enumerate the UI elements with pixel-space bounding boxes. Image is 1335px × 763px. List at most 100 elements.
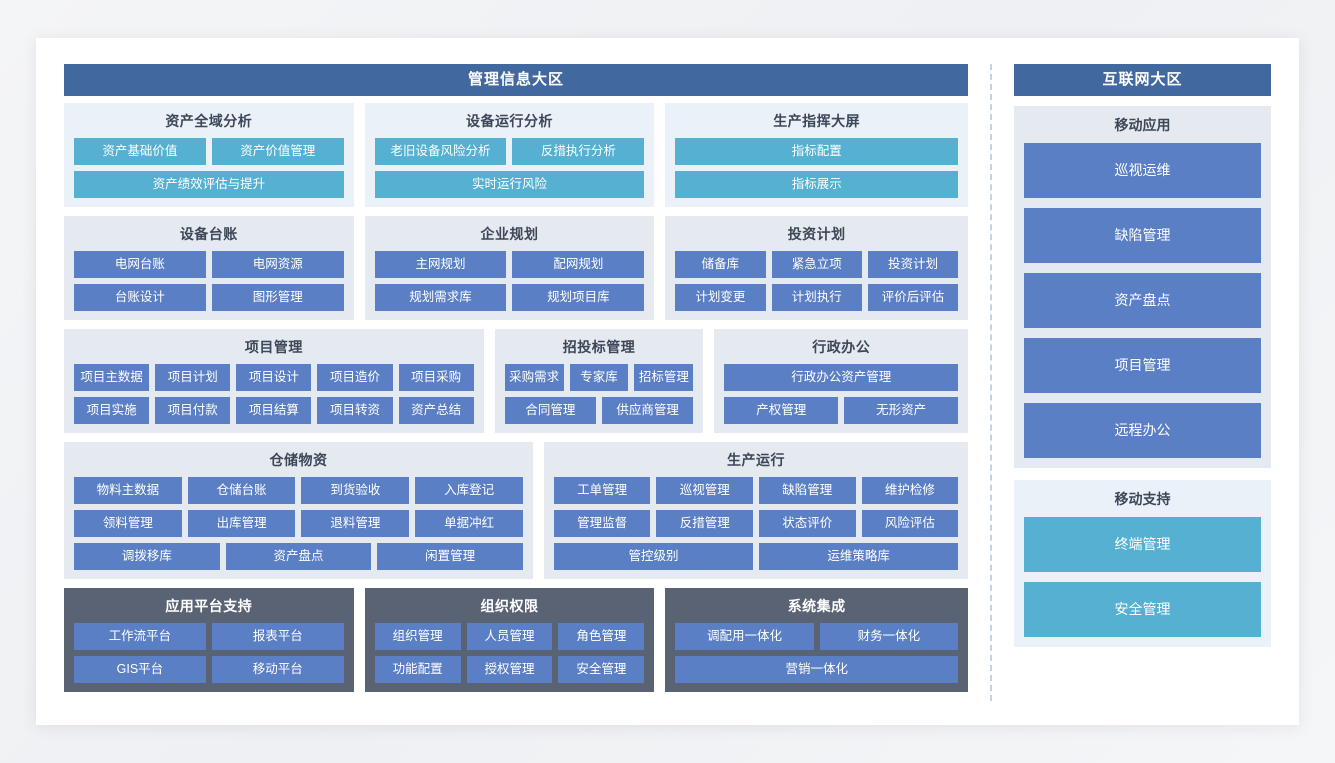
module-chip[interactable]: 组织管理 <box>374 623 461 650</box>
group-title: 设备运行分析 <box>465 113 553 129</box>
module-chip[interactable]: 资产总结 <box>398 397 474 424</box>
module-chip[interactable]: 电网资源 <box>211 251 344 278</box>
module-chip[interactable]: 入库登记 <box>415 477 523 504</box>
side-module-chip[interactable]: 巡视运维 <box>1024 143 1261 198</box>
module-chip[interactable]: 项目造价 <box>317 364 393 391</box>
module-chip[interactable]: 图形管理 <box>211 284 344 311</box>
module-chip[interactable]: 巡视管理 <box>656 477 753 504</box>
module-chip[interactable]: 规划项目库 <box>512 284 645 311</box>
management-region-sections: 资产全域分析资产基础价值资产价值管理资产绩效评估与提升设备运行分析老旧设备风险分… <box>64 103 969 701</box>
module-chip[interactable]: 报表平台 <box>211 623 344 650</box>
module-chip[interactable]: 实时运行风险 <box>374 171 645 198</box>
module-chip[interactable]: 项目付款 <box>155 397 231 424</box>
module-chip[interactable]: 电网台账 <box>74 251 206 278</box>
section-project-row: 项目管理项目主数据项目计划项目设计项目造价项目采购项目实施项目付款项目结算项目转… <box>64 329 969 442</box>
module-chip[interactable]: 调拨移库 <box>74 543 220 570</box>
group-card: 设备运行分析老旧设备风险分析反措执行分析实时运行风险 <box>364 103 655 207</box>
module-chip[interactable]: 行政办公资产管理 <box>724 364 959 391</box>
module-chip[interactable]: 项目主数据 <box>74 364 150 391</box>
module-chip[interactable]: 项目实施 <box>74 397 150 424</box>
side-module-chip[interactable]: 远程办公 <box>1024 403 1261 458</box>
side-module-chip[interactable]: 项目管理 <box>1024 338 1261 393</box>
module-chip[interactable]: 老旧设备风险分析 <box>374 138 507 165</box>
side-module-chip[interactable]: 安全管理 <box>1024 582 1261 637</box>
module-chip[interactable]: 管控级别 <box>553 543 754 570</box>
module-chip[interactable]: 主网规划 <box>374 251 507 278</box>
group-card: 组织权限组织管理人员管理角色管理功能配置授权管理安全管理 <box>364 588 655 692</box>
side-module-chip[interactable]: 终端管理 <box>1024 517 1261 572</box>
module-chip[interactable]: 缺陷管理 <box>759 477 856 504</box>
module-chip[interactable]: 反措执行分析 <box>512 138 645 165</box>
side-group-card: 移动支持终端管理安全管理 <box>1014 480 1271 647</box>
chip-row: 台账设计图形管理 <box>74 284 344 311</box>
module-chip[interactable]: 物料主数据 <box>74 477 182 504</box>
module-chip[interactable]: 运维策略库 <box>759 543 959 570</box>
module-chip[interactable]: 资产盘点 <box>225 543 372 570</box>
module-chip[interactable]: 指标配置 <box>675 138 959 165</box>
chip-row: 调配用一体化财务一体化 <box>675 623 959 650</box>
diagram-panel: 管理信息大区 资产全域分析资产基础价值资产价值管理资产绩效评估与提升设备运行分析… <box>36 38 1299 725</box>
module-chip[interactable]: GIS平台 <box>74 656 206 683</box>
internet-region-title: 互联网大区 <box>1014 64 1271 96</box>
module-chip[interactable]: 项目设计 <box>236 364 312 391</box>
module-chip[interactable]: 授权管理 <box>466 656 553 683</box>
chip-row: 项目实施项目付款项目结算项目转资资产总结 <box>74 397 474 424</box>
module-chip[interactable]: 功能配置 <box>374 656 461 683</box>
chip-row: 调拨移库资产盘点闲置管理 <box>74 543 523 570</box>
module-chip[interactable]: 产权管理 <box>724 397 839 424</box>
module-chip[interactable]: 移动平台 <box>211 656 344 683</box>
module-chip[interactable]: 出库管理 <box>187 510 296 537</box>
module-chip[interactable]: 工作流平台 <box>74 623 206 650</box>
module-chip[interactable]: 合同管理 <box>504 397 597 424</box>
group-card: 生产运行工单管理巡视管理缺陷管理维护检修管理监督反措管理状态评价风险评估管控级别… <box>543 442 969 579</box>
module-chip[interactable]: 到货验收 <box>301 477 410 504</box>
module-chip[interactable]: 计划执行 <box>771 284 862 311</box>
module-chip[interactable]: 投资计划 <box>867 251 959 278</box>
side-module-chip[interactable]: 缺陷管理 <box>1024 208 1261 263</box>
module-chip[interactable]: 人员管理 <box>466 623 553 650</box>
module-chip[interactable]: 闲置管理 <box>377 543 523 570</box>
group-title: 企业规划 <box>480 226 539 242</box>
module-chip[interactable]: 计划变更 <box>675 284 766 311</box>
module-chip[interactable]: 资产绩效评估与提升 <box>74 171 344 198</box>
module-chip[interactable]: 指标展示 <box>675 171 959 198</box>
module-chip[interactable]: 资产基础价值 <box>74 138 206 165</box>
module-chip[interactable]: 台账设计 <box>74 284 206 311</box>
module-chip[interactable]: 仓储台账 <box>187 477 296 504</box>
module-chip[interactable]: 单据冲红 <box>415 510 523 537</box>
module-chip[interactable]: 紧急立项 <box>771 251 862 278</box>
module-chip[interactable]: 工单管理 <box>553 477 651 504</box>
module-chip[interactable]: 配网规划 <box>512 251 645 278</box>
module-chip[interactable]: 供应商管理 <box>602 397 694 424</box>
group-title: 仓储物资 <box>269 452 328 468</box>
module-chip[interactable]: 储备库 <box>675 251 766 278</box>
module-chip[interactable]: 招标管理 <box>634 364 694 391</box>
group-card: 仓储物资物料主数据仓储台账到货验收入库登记领料管理出库管理退料管理单据冲红调拨移… <box>64 442 533 579</box>
module-chip[interactable]: 财务一体化 <box>819 623 959 650</box>
module-chip[interactable]: 状态评价 <box>759 510 856 537</box>
chip-row: 采购需求专家库招标管理 <box>504 364 694 391</box>
module-chip[interactable]: 评价后评估 <box>867 284 959 311</box>
internet-region-groups: 移动应用巡视运维缺陷管理资产盘点项目管理远程办公移动支持终端管理安全管理 <box>1014 106 1271 659</box>
module-chip[interactable]: 安全管理 <box>558 656 645 683</box>
module-chip[interactable]: 专家库 <box>569 364 629 391</box>
module-chip[interactable]: 营销一体化 <box>675 656 959 683</box>
module-chip[interactable]: 采购需求 <box>504 364 564 391</box>
module-chip[interactable]: 无形资产 <box>844 397 959 424</box>
module-chip[interactable]: 风险评估 <box>861 510 959 537</box>
side-module-chip[interactable]: 资产盘点 <box>1024 273 1261 328</box>
module-chip[interactable]: 退料管理 <box>301 510 410 537</box>
module-chip[interactable]: 反措管理 <box>656 510 753 537</box>
module-chip[interactable]: 管理监督 <box>553 510 651 537</box>
module-chip[interactable]: 规划需求库 <box>374 284 507 311</box>
group-title: 设备台账 <box>179 226 238 242</box>
module-chip[interactable]: 维护检修 <box>861 477 959 504</box>
module-chip[interactable]: 领料管理 <box>74 510 182 537</box>
module-chip[interactable]: 项目采购 <box>398 364 474 391</box>
module-chip[interactable]: 项目转资 <box>317 397 393 424</box>
module-chip[interactable]: 资产价值管理 <box>211 138 344 165</box>
module-chip[interactable]: 项目计划 <box>155 364 231 391</box>
module-chip[interactable]: 角色管理 <box>558 623 645 650</box>
module-chip[interactable]: 项目结算 <box>236 397 312 424</box>
module-chip[interactable]: 调配用一体化 <box>675 623 814 650</box>
